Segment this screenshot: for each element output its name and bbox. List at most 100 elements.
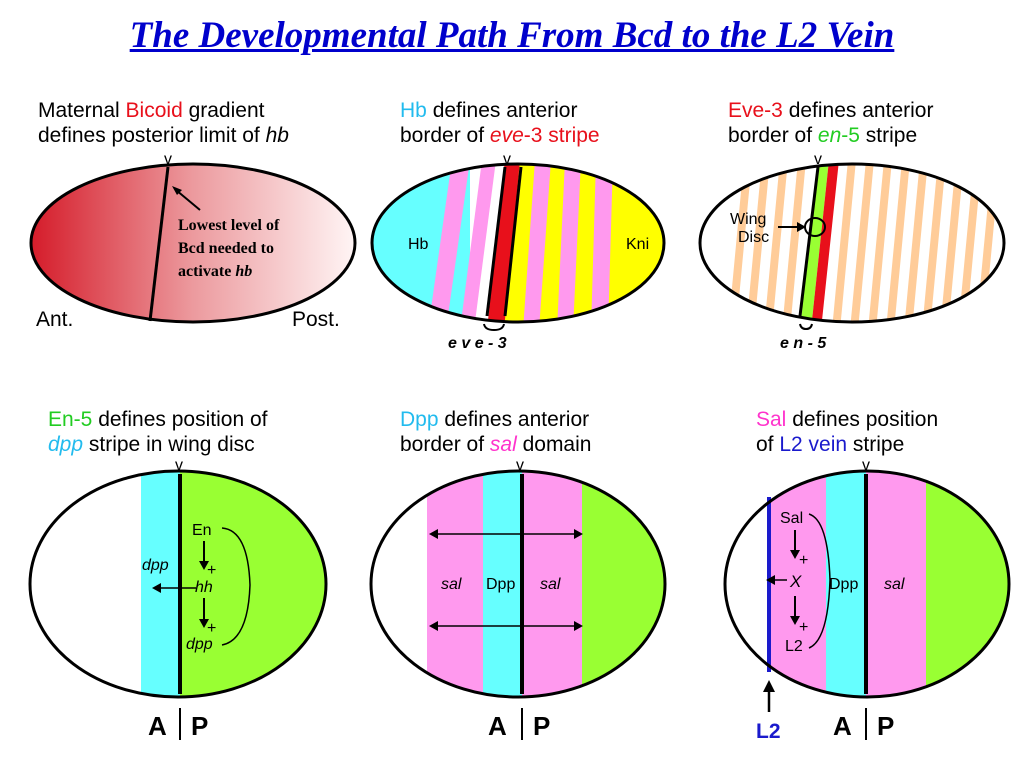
sal-gene-label: sal — [489, 433, 517, 456]
dpp-label: Dpp — [829, 576, 858, 593]
en5-stripe-label: e n - 5 — [780, 335, 827, 352]
sal-protein-label: Sal — [756, 408, 787, 431]
stripe-bracket — [799, 323, 813, 331]
embryo-outline — [370, 162, 666, 324]
dpp-protein-label: Dpp — [400, 408, 439, 431]
eve3-stripe-label: e v e - 3 — [448, 335, 507, 352]
embryo-gradient — [31, 164, 355, 322]
posterior-domain — [926, 471, 1009, 697]
panel1-embryo: v Lowest level of Bcd needed to activate… — [29, 151, 357, 331]
disc-outline — [28, 469, 328, 699]
sal-left-label: sal — [441, 576, 462, 593]
page-title: The Developmental Path From Bcd to the L… — [129, 15, 895, 56]
panel2-caption-text: defines anterior — [426, 99, 578, 122]
lowest-level-note: activate hb — [178, 263, 252, 280]
arrowhead — [574, 621, 583, 631]
panel4-disc: v En + hh + dpp dpp A P — [28, 457, 328, 741]
panel3-caption-text: border of — [728, 124, 818, 147]
en5-label: En-5 — [48, 408, 93, 431]
eve3-stripe — [487, 164, 521, 322]
en5-stripe — [800, 164, 829, 322]
disc-outline — [723, 469, 1011, 699]
embryo-outline — [29, 162, 357, 324]
stripe-bracket — [483, 323, 505, 332]
plus-sign: + — [799, 619, 808, 636]
panel3-caption-text: defines anterior — [782, 99, 934, 122]
panel6-caption-text: defines position — [786, 408, 939, 431]
eve-stripe — [428, 164, 470, 322]
arrowhead — [429, 529, 438, 539]
panel2-caption-text: border of — [400, 124, 490, 147]
panel5-disc: v sal Dpp sal A P — [369, 457, 667, 741]
panel6-caption: Sal defines position of L2 vein stripe — [756, 407, 938, 457]
activation-arrowhead — [199, 619, 209, 628]
en-stripes — [728, 164, 1000, 322]
en-gene-label: en — [817, 124, 842, 147]
plus-sign: + — [207, 620, 216, 637]
l2-label: L2 — [756, 720, 781, 743]
lowest-level-note: Lowest level of — [178, 217, 280, 234]
posterior-label: Post. — [292, 308, 340, 331]
repression-curve — [221, 527, 251, 646]
bicoid-label: Bicoid — [125, 99, 183, 122]
anterior-a-label: A — [488, 711, 507, 741]
signal-arrowhead — [152, 583, 161, 593]
disc-outline — [369, 469, 667, 699]
sal-label: Sal — [780, 510, 803, 527]
anterior-label: Ant. — [36, 308, 73, 331]
posterior-p-label: P — [533, 711, 550, 741]
dpp-label: Dpp — [486, 576, 515, 593]
plus-sign: + — [799, 552, 808, 569]
l2-inner-label: L2 — [785, 638, 803, 655]
wing-disc-arrowhead — [797, 222, 806, 232]
panel1-caption-text: defines posterior limit of — [38, 124, 266, 147]
boundary-marker: v — [164, 151, 172, 168]
boundary-marker: v — [175, 457, 183, 474]
eve-stripe — [557, 164, 581, 322]
hh-label: hh — [195, 579, 213, 596]
boundary-marker: v — [503, 151, 511, 168]
eve-stripe — [591, 164, 613, 322]
panel6-disc: v Sal + X + L2 Dpp sal L2 A P — [723, 457, 1011, 743]
signal-arrowhead — [766, 575, 775, 585]
panel4-caption-text: stripe in wing disc — [83, 433, 255, 456]
eve-stripe — [523, 164, 551, 322]
anterior-a-label: A — [148, 711, 167, 741]
posterior-domain — [582, 471, 665, 697]
boundary-line — [798, 166, 820, 317]
panel1-caption-text: Maternal — [38, 99, 126, 122]
anterior-a-label: A — [833, 711, 852, 741]
panel5-caption-text: domain — [516, 433, 592, 456]
dpp-label: dpp — [186, 636, 213, 653]
sal-domain — [522, 471, 582, 697]
panel1-caption: Maternal Bicoid gradient defines posteri… — [38, 98, 289, 148]
l2-pointer-arrowhead — [763, 680, 775, 692]
eve3-label: Eve-3 — [728, 99, 783, 122]
boundary-marker: v — [516, 457, 524, 474]
panel6-caption-text: stripe — [847, 433, 905, 456]
en5-label: -5 — [841, 124, 860, 147]
eve3-stripe — [811, 164, 839, 322]
panel5-caption-text: defines anterior — [438, 408, 590, 431]
panel5-caption: Dpp defines anterior border of sal domai… — [400, 407, 591, 457]
embryo-outline — [698, 162, 1006, 324]
en-label: En — [192, 522, 212, 539]
activation-arrowhead — [199, 561, 209, 570]
pointer-arrowhead — [172, 186, 182, 195]
sal-domain — [866, 471, 926, 697]
activation-arrowhead — [790, 550, 800, 559]
repression-curve — [808, 513, 831, 649]
arrowhead — [429, 621, 438, 631]
hb-boundary-line — [148, 166, 170, 322]
panel6-caption-text: of — [756, 433, 780, 456]
eve-stripe — [460, 164, 496, 322]
hb-gene-label: hb — [265, 124, 289, 147]
kni-label: Kni — [626, 236, 649, 253]
sal-domain — [769, 471, 826, 697]
dpp-left-label: dpp — [142, 557, 169, 574]
panel3-embryo: v Wing Disc e n - 5 — [698, 151, 1006, 352]
dpp-domain — [826, 471, 866, 697]
boundary-line — [485, 166, 507, 317]
sal-right-label: sal — [884, 576, 905, 593]
